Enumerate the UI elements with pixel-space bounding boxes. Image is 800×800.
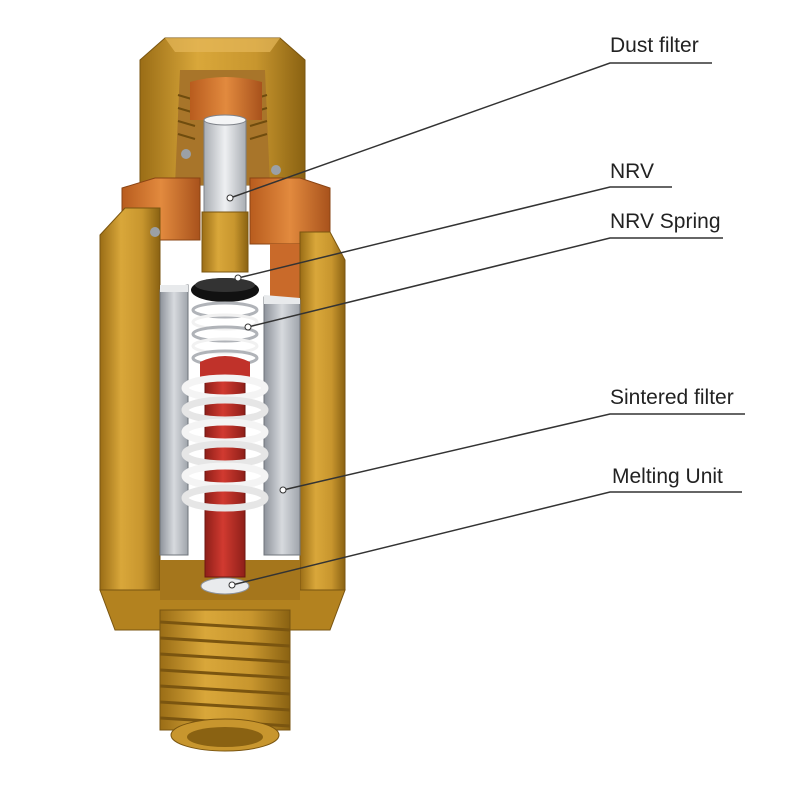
label-nrv-spring: NRV Spring: [610, 210, 721, 233]
leader-nrv-spring: [247, 237, 723, 328]
leader-dust-filter: [229, 62, 712, 199]
leader-sintered-filter: [282, 413, 745, 491]
dust-filter: [203, 114, 247, 213]
leader-dots: [226, 194, 287, 589]
sintered-filter: [159, 284, 301, 556]
melting-unit: [200, 356, 250, 595]
label-nrv: NRV: [610, 160, 654, 183]
leader-lines: [229, 62, 745, 586]
nrv: [191, 211, 259, 302]
main-body: [99, 149, 346, 631]
nrv-spring: [191, 301, 259, 367]
label-sintered-filter: Sintered filter: [610, 386, 734, 409]
main-spring: [181, 374, 269, 512]
leader-nrv: [237, 186, 672, 279]
threaded-inlet: [159, 609, 291, 752]
label-melting-unit: Melting Unit: [612, 465, 723, 488]
label-dust-filter: Dust filter: [610, 34, 699, 57]
leader-melting-unit: [231, 491, 742, 586]
